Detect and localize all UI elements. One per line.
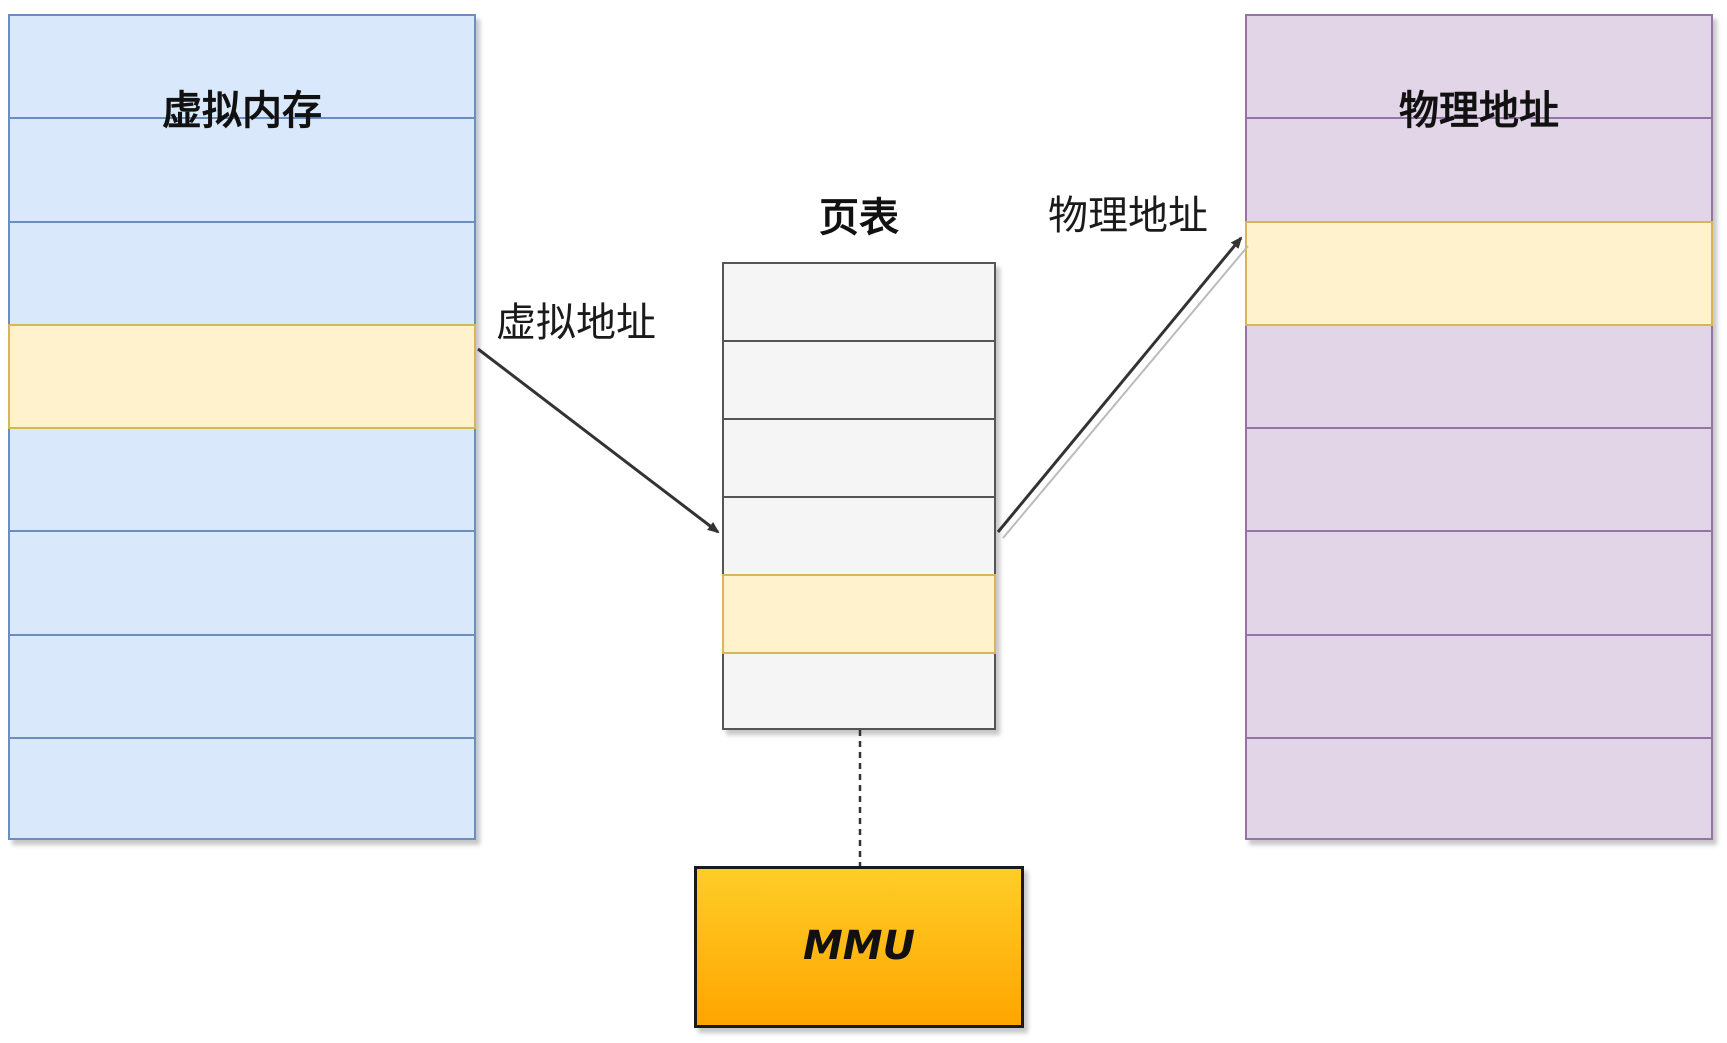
virtual-address-label: 虚拟地址 [496, 300, 656, 346]
virtual-memory-highlighted-row [8, 323, 476, 429]
physical-memory-row [1245, 633, 1713, 739]
mmu-box: MMU [694, 866, 1024, 1028]
physical-address-label: 物理地址 [1048, 193, 1208, 239]
page-table-highlighted-row [722, 574, 996, 654]
virtual-memory-title: 虚拟内存 [162, 88, 322, 134]
pagetable-to-physical-arrow [996, 236, 1243, 533]
virtual-memory-row [8, 736, 476, 840]
physical-memory-row [1245, 736, 1713, 840]
virtual-memory-row [8, 14, 476, 120]
physical-memory-row [1245, 14, 1713, 120]
page-table-title: 页表 [819, 195, 899, 241]
virtual-memory-row [8, 530, 476, 636]
page-table-row [722, 496, 996, 576]
page-table-column [722, 262, 996, 730]
virtual-memory-row [8, 633, 476, 739]
page-table-row [722, 418, 996, 498]
physical-memory-row [1245, 427, 1713, 533]
physical-memory-row [1245, 117, 1713, 223]
physical-memory-title: 物理地址 [1399, 88, 1559, 134]
physical-memory-column: 物理地址 [1245, 14, 1713, 840]
page-table-row [722, 652, 996, 730]
virtual-memory-column: 虚拟内存 [8, 14, 476, 840]
physical-memory-highlighted-row [1245, 220, 1713, 326]
virtual-to-pagetable-arrow [477, 347, 720, 534]
pagetable-to-physical-shadow [1002, 245, 1249, 539]
page-table-row [722, 262, 996, 342]
virtual-memory-row [8, 117, 476, 223]
mmu-label: MMU [802, 923, 916, 969]
